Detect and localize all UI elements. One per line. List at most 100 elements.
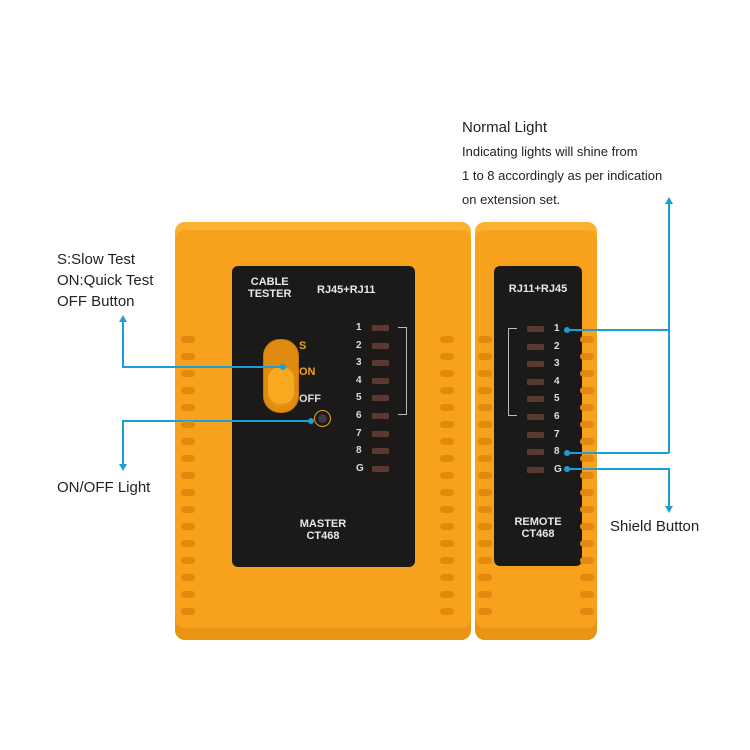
switch-line: ON:Quick Test bbox=[57, 272, 154, 289]
grip-rib bbox=[478, 523, 492, 530]
led-indicator bbox=[372, 465, 389, 472]
grip-rib bbox=[580, 608, 594, 615]
led-number: 1 bbox=[356, 322, 362, 333]
grip-rib bbox=[580, 438, 594, 445]
led-number: 8 bbox=[356, 445, 362, 457]
grip-rib bbox=[181, 353, 195, 360]
led-indicator bbox=[527, 361, 544, 368]
switch-annotation: S:Slow Test ON:Quick Test OFF Button bbox=[57, 249, 153, 312]
power-light-annotation: ON/OFF Light bbox=[57, 479, 151, 496]
grip-rib bbox=[580, 489, 594, 496]
grip-rib bbox=[580, 421, 594, 428]
callout-dot bbox=[280, 364, 286, 370]
grip-rib bbox=[478, 608, 492, 615]
grip-rib bbox=[478, 574, 492, 581]
grip-rib bbox=[478, 557, 492, 564]
grip-rib bbox=[440, 506, 454, 513]
led-indicator bbox=[527, 326, 544, 332]
brand-label: CABLE TESTER bbox=[248, 276, 291, 300]
grip-rib bbox=[478, 353, 492, 360]
desc-line: on extension set. bbox=[462, 192, 561, 207]
grip-rib bbox=[440, 574, 454, 581]
led-number: G bbox=[356, 462, 364, 474]
grip-rib bbox=[580, 370, 594, 377]
led-indicator bbox=[372, 325, 389, 331]
unit-name: MASTER bbox=[299, 518, 347, 530]
grip-rib bbox=[478, 591, 492, 598]
grip-rib bbox=[181, 523, 195, 530]
bracket bbox=[398, 327, 407, 415]
led-indicator bbox=[372, 342, 389, 349]
arrow-down-icon bbox=[665, 506, 673, 513]
switch-label-on: ON bbox=[299, 366, 316, 378]
led-number: 6 bbox=[356, 410, 362, 421]
led-number: 1 bbox=[554, 323, 560, 334]
led-indicator bbox=[527, 396, 544, 403]
grip-rib bbox=[440, 370, 454, 377]
grip-rib bbox=[580, 472, 594, 479]
led-number: 4 bbox=[554, 375, 560, 387]
grip-rib bbox=[440, 591, 454, 598]
led-indicator bbox=[372, 377, 389, 384]
grip-rib bbox=[181, 591, 195, 598]
grip-rib bbox=[181, 455, 195, 462]
grip-rib bbox=[181, 506, 195, 513]
grip-rib bbox=[440, 336, 454, 343]
mode-switch[interactable] bbox=[263, 339, 299, 413]
led-number: 5 bbox=[356, 392, 362, 404]
callout-dot bbox=[564, 327, 570, 333]
callout-line bbox=[122, 366, 282, 368]
master-connector: RJ45+RJ11 bbox=[317, 284, 376, 296]
switch-slider[interactable] bbox=[268, 367, 294, 407]
arrow-down-icon bbox=[119, 464, 127, 471]
grip-rib bbox=[478, 489, 492, 496]
led-indicator bbox=[527, 466, 544, 473]
grip-rib bbox=[181, 557, 195, 564]
grip-rib bbox=[440, 438, 454, 445]
grip-rib bbox=[580, 404, 594, 411]
grip-rib bbox=[478, 370, 492, 377]
grip-rib bbox=[181, 387, 195, 394]
grip-rib bbox=[580, 574, 594, 581]
led-indicator bbox=[527, 414, 544, 420]
led-number: 2 bbox=[356, 339, 362, 351]
grip-rib bbox=[440, 540, 454, 547]
callout-line bbox=[668, 204, 670, 453]
led-indicator bbox=[372, 360, 389, 367]
grip-rib bbox=[580, 591, 594, 598]
shield-annotation: Shield Button bbox=[610, 518, 700, 535]
callout-line bbox=[668, 468, 670, 506]
grip-rib bbox=[580, 455, 594, 462]
grip-rib bbox=[181, 370, 195, 377]
callout-line bbox=[122, 420, 124, 464]
led-indicator bbox=[372, 395, 389, 402]
switch-label-s: S bbox=[299, 340, 307, 352]
grip-rib bbox=[580, 557, 594, 564]
bracket bbox=[508, 328, 517, 416]
callout-line bbox=[566, 329, 669, 331]
grip-rib bbox=[440, 455, 454, 462]
grip-rib bbox=[478, 455, 492, 462]
grip-rib bbox=[478, 472, 492, 479]
normal-light-title: Normal Light bbox=[462, 119, 548, 136]
grip-rib bbox=[440, 523, 454, 530]
grip-rib bbox=[440, 404, 454, 411]
callout-line bbox=[122, 322, 124, 367]
unit-model: CT468 bbox=[521, 528, 555, 540]
grip-rib bbox=[478, 404, 492, 411]
led-number: 6 bbox=[554, 411, 560, 422]
grip-rib bbox=[580, 353, 594, 360]
grip-rib bbox=[440, 353, 454, 360]
callout-dot bbox=[564, 450, 570, 456]
led-number: 4 bbox=[356, 374, 362, 386]
brand-line: CABLE bbox=[250, 276, 289, 288]
grip-rib bbox=[440, 608, 454, 615]
switch-line: S:Slow Test bbox=[57, 251, 136, 268]
led-number: 7 bbox=[554, 428, 560, 440]
brand-line: TESTER bbox=[248, 288, 292, 300]
grip-rib bbox=[440, 387, 454, 394]
switch-label-off: OFF bbox=[299, 393, 321, 405]
grip-rib bbox=[580, 336, 594, 343]
led-indicator bbox=[372, 413, 389, 419]
led-number: 7 bbox=[356, 427, 362, 439]
